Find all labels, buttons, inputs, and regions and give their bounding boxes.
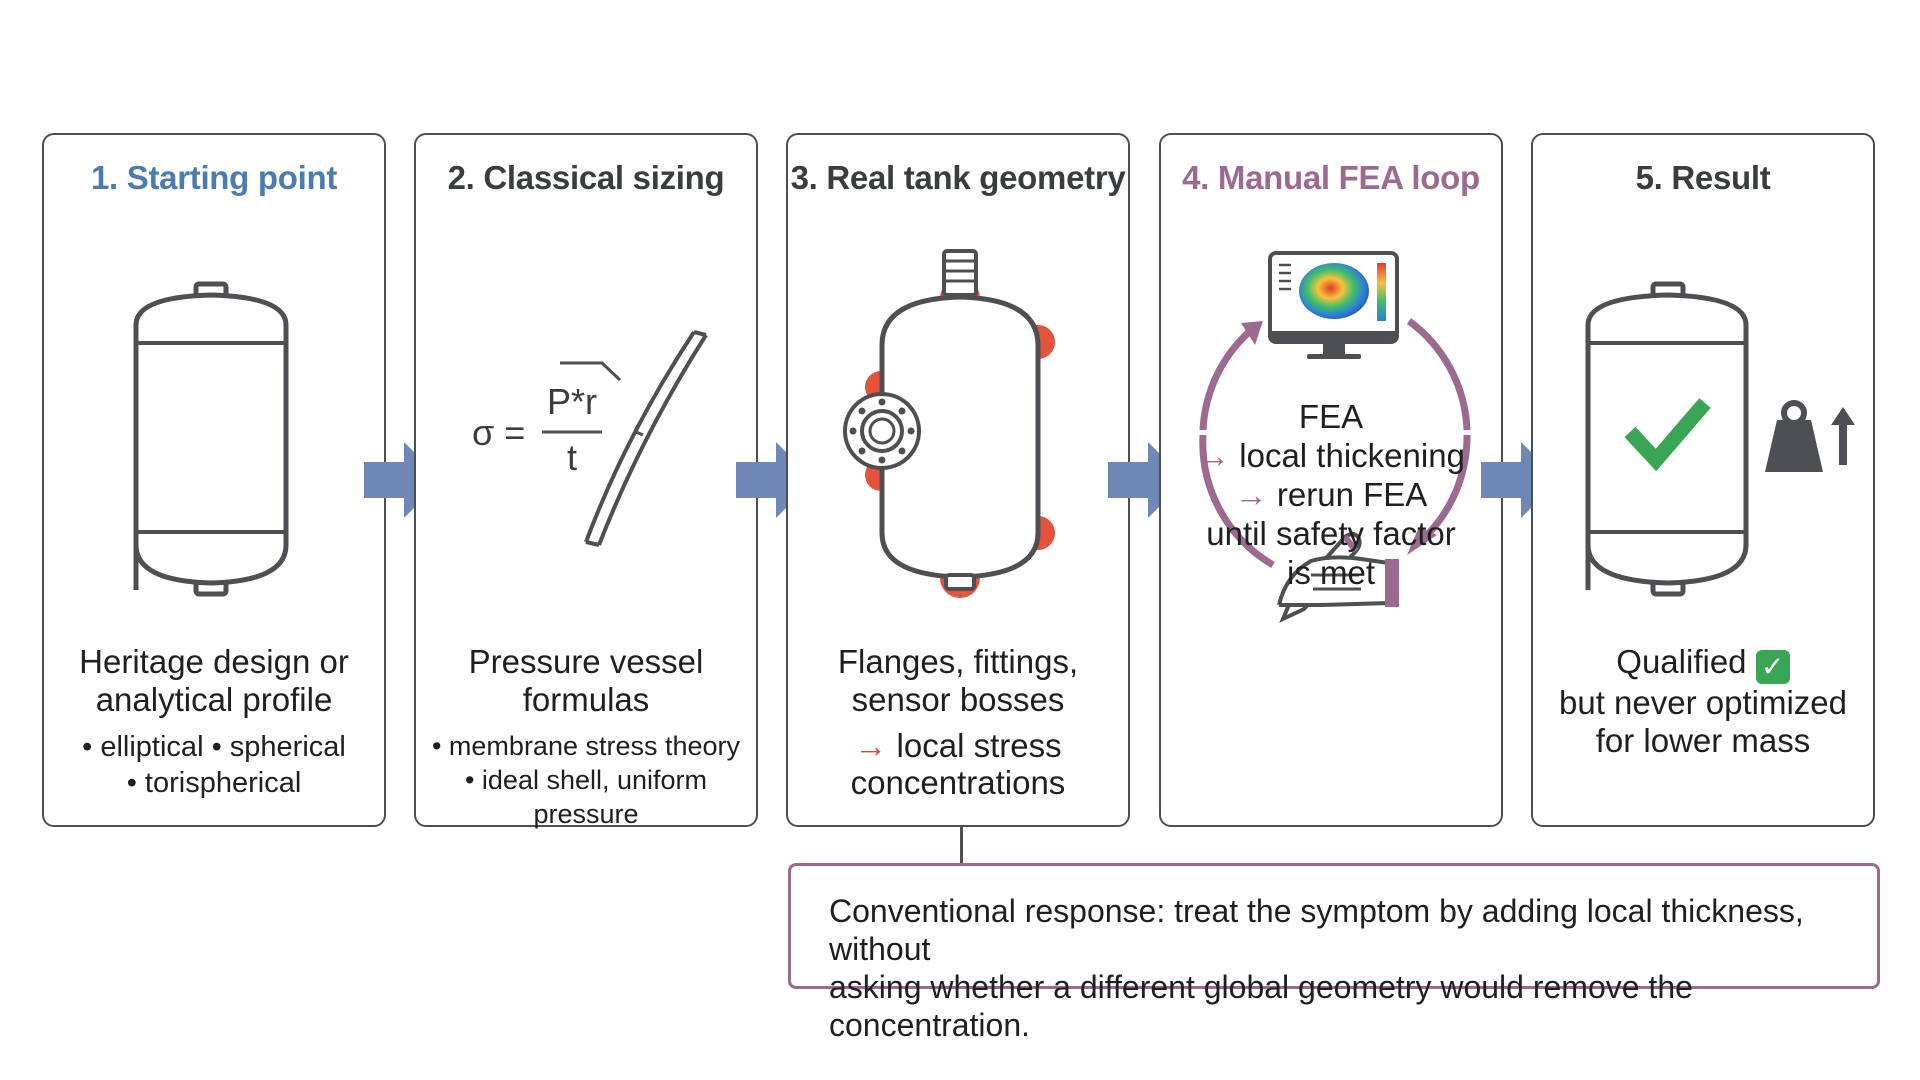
fea-loop-illustration	[1199, 251, 1471, 624]
panel-title: 1. Starting point	[90, 159, 338, 196]
consequence-line: concentrations	[850, 764, 1066, 801]
purple-arrow-icon: →	[1197, 437, 1231, 474]
consequence-line: local stress	[896, 727, 1062, 764]
formula-sigma: σ =	[472, 412, 526, 453]
bullet-line: • torispherical	[126, 767, 302, 799]
panel-classical-sizing: 2. Classical sizing σ = P*r t Pressure v…	[414, 133, 758, 829]
result-line: but never optimized	[1559, 684, 1847, 721]
loop-step: until safety factor	[1206, 515, 1456, 552]
panel-manual-fea-loop: 4. Manual FEA loop	[1159, 133, 1503, 827]
desc-line: Flanges, fittings,	[837, 643, 1079, 680]
result-line: Qualified	[1616, 643, 1747, 680]
panel-consequence: → local stress concentrations	[788, 727, 1128, 801]
panel-starting-point: 1. Starting point Heritage design or ana…	[42, 133, 386, 827]
loop-step: rerun FEA	[1276, 476, 1428, 513]
panel-title: 3. Real tank geometry	[790, 159, 1126, 196]
formula-numerator: P*r	[546, 381, 597, 422]
callout-connector	[960, 827, 963, 864]
bullet-line: • ideal shell, uniform pressure	[464, 765, 708, 829]
result-line: for lower mass	[1595, 722, 1811, 759]
check-badge-icon: ✓	[1755, 650, 1790, 684]
conventional-response-callout: Conventional response: treat the symptom…	[788, 863, 1880, 1043]
panel-description: Flanges, fittings, sensor bosses	[788, 643, 1128, 719]
panel-title: 4. Manual FEA loop	[1182, 159, 1480, 196]
hand-pen-icon	[1277, 532, 1399, 624]
qualified-tank-icon	[1585, 281, 1855, 597]
callout-line: Conventional response: treat the symptom…	[829, 893, 1804, 967]
loop-step: FEA	[1298, 398, 1364, 435]
panel-bullets: • membrane stress theory • ideal shell, …	[416, 729, 756, 831]
bullet-line: • elliptical • spherical	[82, 731, 346, 763]
loop-step: local thickening	[1239, 437, 1465, 474]
bullet-line: • membrane stress theory	[431, 731, 741, 761]
panel-title: 2. Classical sizing	[447, 159, 725, 196]
panel-description: Pressure vessel formulas	[416, 643, 756, 719]
red-arrow-icon: →	[854, 727, 888, 764]
fea-loop-steps: FEA → local thickening → rerun FEA until…	[1161, 397, 1501, 592]
tank-icon	[133, 281, 289, 597]
desc-line: Heritage design or	[79, 643, 349, 680]
panel-real-tank-geometry: 3. Real tank geometry Flanges, fittings,…	[786, 133, 1130, 827]
desc-line: sensor bosses	[851, 681, 1065, 718]
panel-bullets: • elliptical • spherical • torispherical	[44, 729, 384, 801]
panel-title: 5. Result	[1635, 159, 1771, 196]
tank-with-fittings-icon	[843, 249, 1055, 598]
desc-line: analytical profile	[95, 681, 333, 718]
desc-line: formulas	[522, 681, 650, 718]
panel-result: 5. Result Qualified ✓ but never optimize…	[1531, 133, 1875, 827]
formula-denominator: t	[566, 437, 577, 478]
result-text: Qualified ✓ but never optimized for lowe…	[1533, 643, 1873, 760]
weight-icon	[1765, 400, 1855, 472]
callout-line: asking whether a different global geomet…	[829, 969, 1693, 1043]
desc-line: Pressure vessel	[468, 643, 704, 680]
fea-monitor-icon	[1268, 251, 1399, 359]
shell-wall-icon	[542, 330, 708, 547]
panel-description: Heritage design or analytical profile	[44, 643, 384, 719]
loop-step: is met	[1286, 554, 1375, 591]
purple-arrow-icon: →	[1234, 476, 1268, 513]
